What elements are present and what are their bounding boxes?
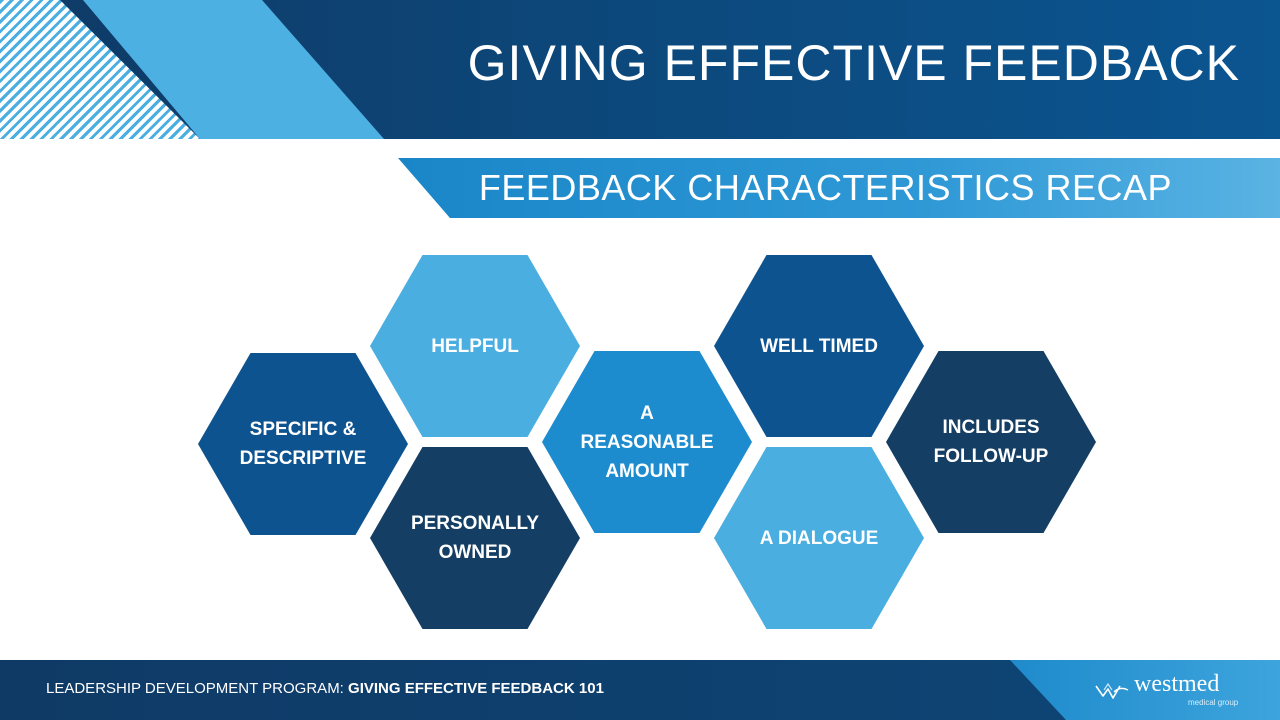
hexagon-helpful: HELPFUL [370,255,580,437]
hexagon-well-timed: WELL TIMED [714,255,924,437]
brand-name: westmed [1134,671,1220,697]
brand-logo: westmed medical group [1094,672,1244,712]
wave-birds-icon [1095,682,1129,699]
hexagon-label: INCLUDES FOLLOW-UP [933,417,1049,467]
hexagon-label: WELL TIMED [760,335,878,357]
slide-title: GIVING EFFECTIVE FEEDBACK [467,35,1240,91]
hexagon-label: HELPFUL [431,335,519,357]
footer-course-name: GIVING EFFECTIVE FEEDBACK 101 [348,680,604,697]
subtitle-band [398,158,1280,218]
slide-subtitle: FEEDBACK CHARACTERISTICS RECAP [478,167,1172,208]
hexagon-label: A DIALOGUE [759,527,879,549]
hexagon-personally-owned: PERSONALLY OWNED [370,447,580,629]
footer-program-text: LEADERSHIP DEVELOPMENT PROGRAM: GIVING E… [46,680,604,698]
hexagon-label: PERSONALLY OWNED [410,513,540,563]
hexagon-dialogue: A DIALOGUE [714,447,924,629]
hexagon-includes-follow-up: INCLUDES FOLLOW-UP [886,351,1096,533]
footer-program-label: LEADERSHIP DEVELOPMENT PROGRAM: [46,680,349,697]
hexagon-label: SPECIFIC & DESCRIPTIVE [239,419,367,469]
hexagon-specific-descriptive: SPECIFIC & DESCRIPTIVE [198,353,408,535]
hexagon-label: A REASONABLE AMOUNT [580,402,714,482]
hexagon-reasonable-amount: A REASONABLE AMOUNT [542,351,752,533]
brand-tagline: medical group [1188,698,1239,707]
